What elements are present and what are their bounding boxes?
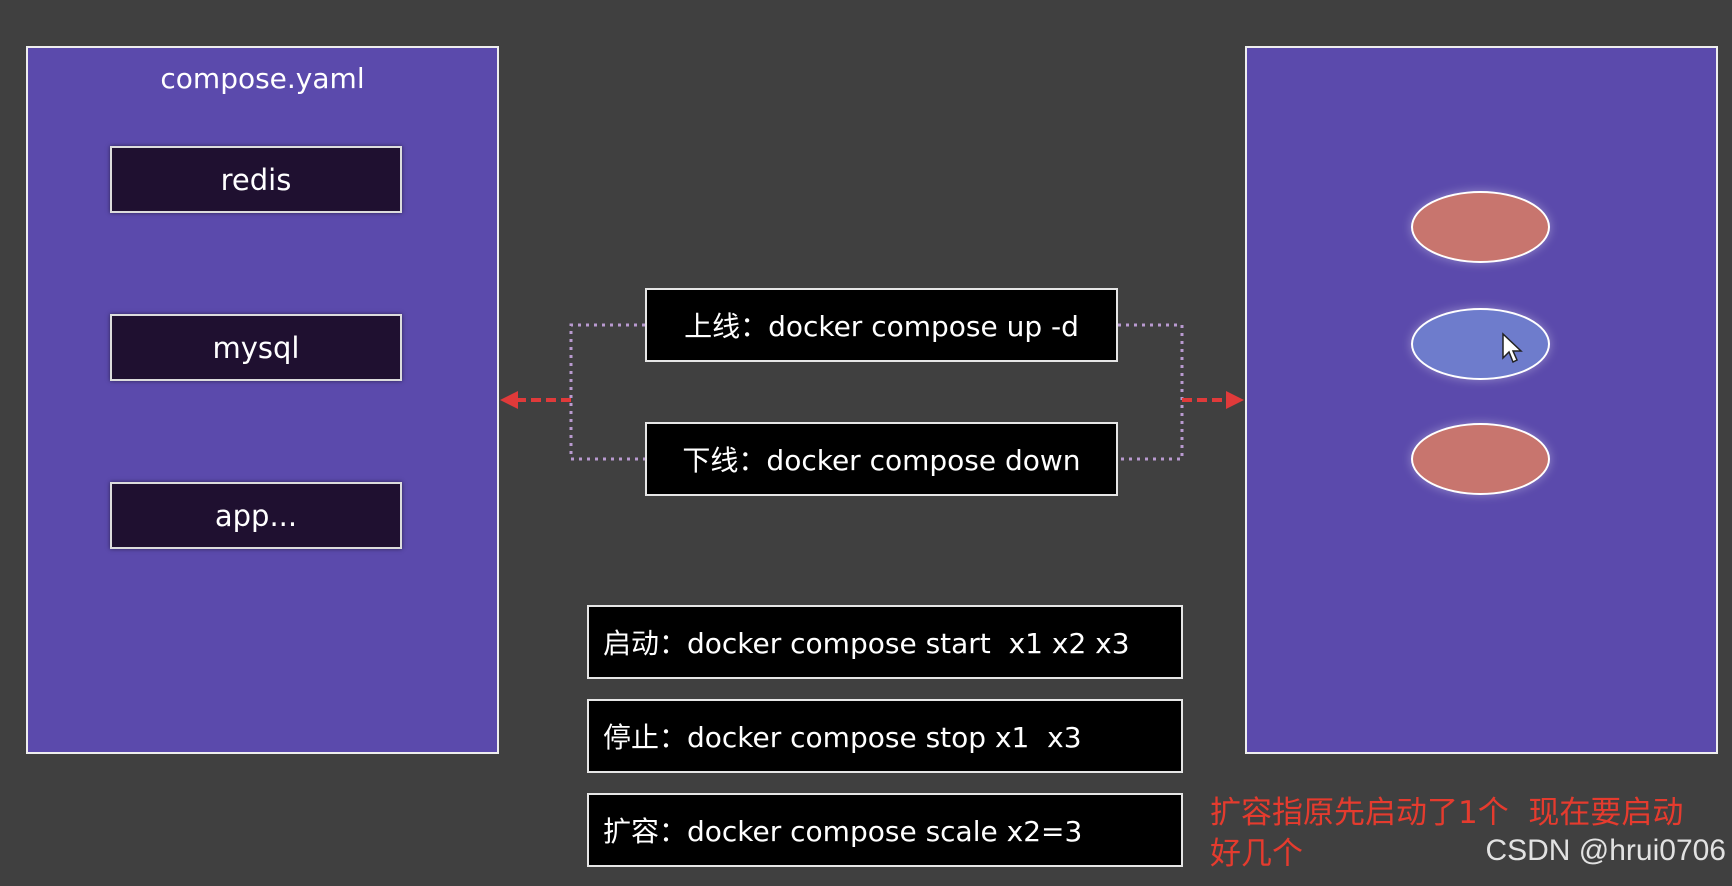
right-arrow-head xyxy=(1226,391,1244,409)
scale-command: 扩容：docker compose scale x2=3 xyxy=(587,793,1183,867)
container-oval-1 xyxy=(1411,191,1550,263)
right-bracket xyxy=(1118,323,1184,461)
up-command: 上线：docker compose up -d xyxy=(645,288,1118,362)
start-command: 启动：docker compose start x1 x2 x3 xyxy=(587,605,1183,679)
scale-note: 扩容指原先启动了1个 现在要启动 好几个 xyxy=(1210,795,1684,872)
service-redis: redis xyxy=(110,146,402,213)
compose-file-panel: compose.yaml redis mysql app... xyxy=(26,46,499,754)
stop-command: 停止：docker compose stop x1 x3 xyxy=(587,699,1183,773)
watermark: CSDN @hrui0706 xyxy=(1485,834,1726,867)
container-oval-3 xyxy=(1411,423,1550,495)
service-mysql: mysql xyxy=(110,314,402,381)
left-bracket xyxy=(569,323,645,461)
container-oval-2 xyxy=(1411,308,1550,380)
service-app: app... xyxy=(110,482,402,549)
running-containers-panel xyxy=(1245,46,1718,754)
down-command: 下线：docker compose down xyxy=(645,422,1118,496)
compose-file-title: compose.yaml xyxy=(160,62,365,95)
left-arrow-head xyxy=(500,391,518,409)
mouse-cursor-icon xyxy=(1502,332,1523,364)
